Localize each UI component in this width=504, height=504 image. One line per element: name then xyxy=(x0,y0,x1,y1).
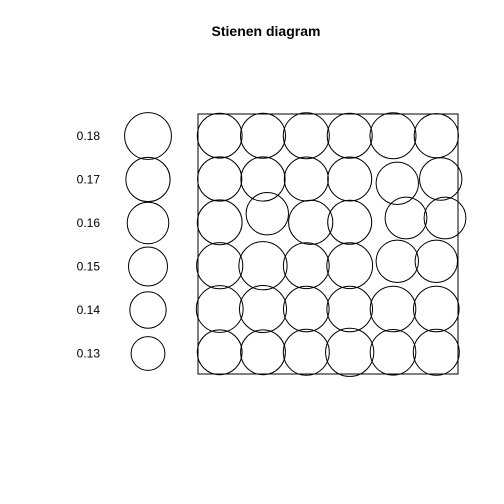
stienen-circle xyxy=(423,196,467,240)
stienen-circle xyxy=(197,156,243,202)
plot-area xyxy=(195,112,467,377)
stienen-circle xyxy=(239,285,287,333)
legend: 0.18 0.17 0.16 0.15 0.14 0.13 xyxy=(77,112,172,371)
legend-circle xyxy=(124,112,172,160)
stienen-circle xyxy=(326,285,374,333)
stienen-circle xyxy=(369,329,417,376)
stienen-circle xyxy=(375,239,419,283)
legend-circle xyxy=(125,156,171,203)
stienen-circle xyxy=(282,112,330,160)
legend-circle xyxy=(129,291,167,329)
stienen-circle xyxy=(238,241,288,291)
legend-tick-label: 0.14 xyxy=(77,303,101,317)
stienen-circle xyxy=(196,199,243,246)
stienen-circle xyxy=(413,113,459,159)
legend-tick-label: 0.16 xyxy=(77,216,101,230)
stienen-circle xyxy=(414,239,458,283)
stienen-circle xyxy=(369,112,417,160)
stienen-circle xyxy=(283,156,329,202)
stienen-circle xyxy=(325,327,375,377)
stienen-circle xyxy=(369,285,417,333)
stienen-circle xyxy=(240,112,286,159)
stienen-circle xyxy=(327,156,373,202)
legend-tick-label: 0.15 xyxy=(77,260,101,274)
stienen-circle xyxy=(326,242,374,290)
stienen-circle xyxy=(326,112,373,159)
legend-tick-label: 0.13 xyxy=(77,347,101,361)
stienen-circle xyxy=(327,199,373,245)
stienen-circle xyxy=(282,328,330,376)
stienen-circle xyxy=(419,157,463,201)
legend-circle xyxy=(130,336,166,371)
stienen-circle xyxy=(196,329,243,376)
stienen-circle xyxy=(195,285,244,333)
stienen-circle xyxy=(412,328,460,376)
chart-title: Stienen diagram xyxy=(212,23,321,39)
stienen-circle xyxy=(384,196,428,240)
stienen-circle xyxy=(240,329,286,376)
stienen-circle xyxy=(375,161,419,206)
legend-circle xyxy=(128,246,168,287)
stienen-circle xyxy=(245,192,289,236)
legend-tick-label: 0.18 xyxy=(77,129,101,143)
stienen-circle xyxy=(282,242,330,290)
stienen-circle xyxy=(413,285,460,333)
stienen-circle xyxy=(240,156,286,202)
stienen-circle xyxy=(288,199,334,245)
legend-tick-label: 0.17 xyxy=(77,173,101,187)
stienen-circle xyxy=(196,112,243,159)
legend-circle xyxy=(126,201,170,245)
stienen-circle xyxy=(196,242,244,290)
stienen-circle xyxy=(283,285,330,333)
plot-frame xyxy=(197,113,459,375)
